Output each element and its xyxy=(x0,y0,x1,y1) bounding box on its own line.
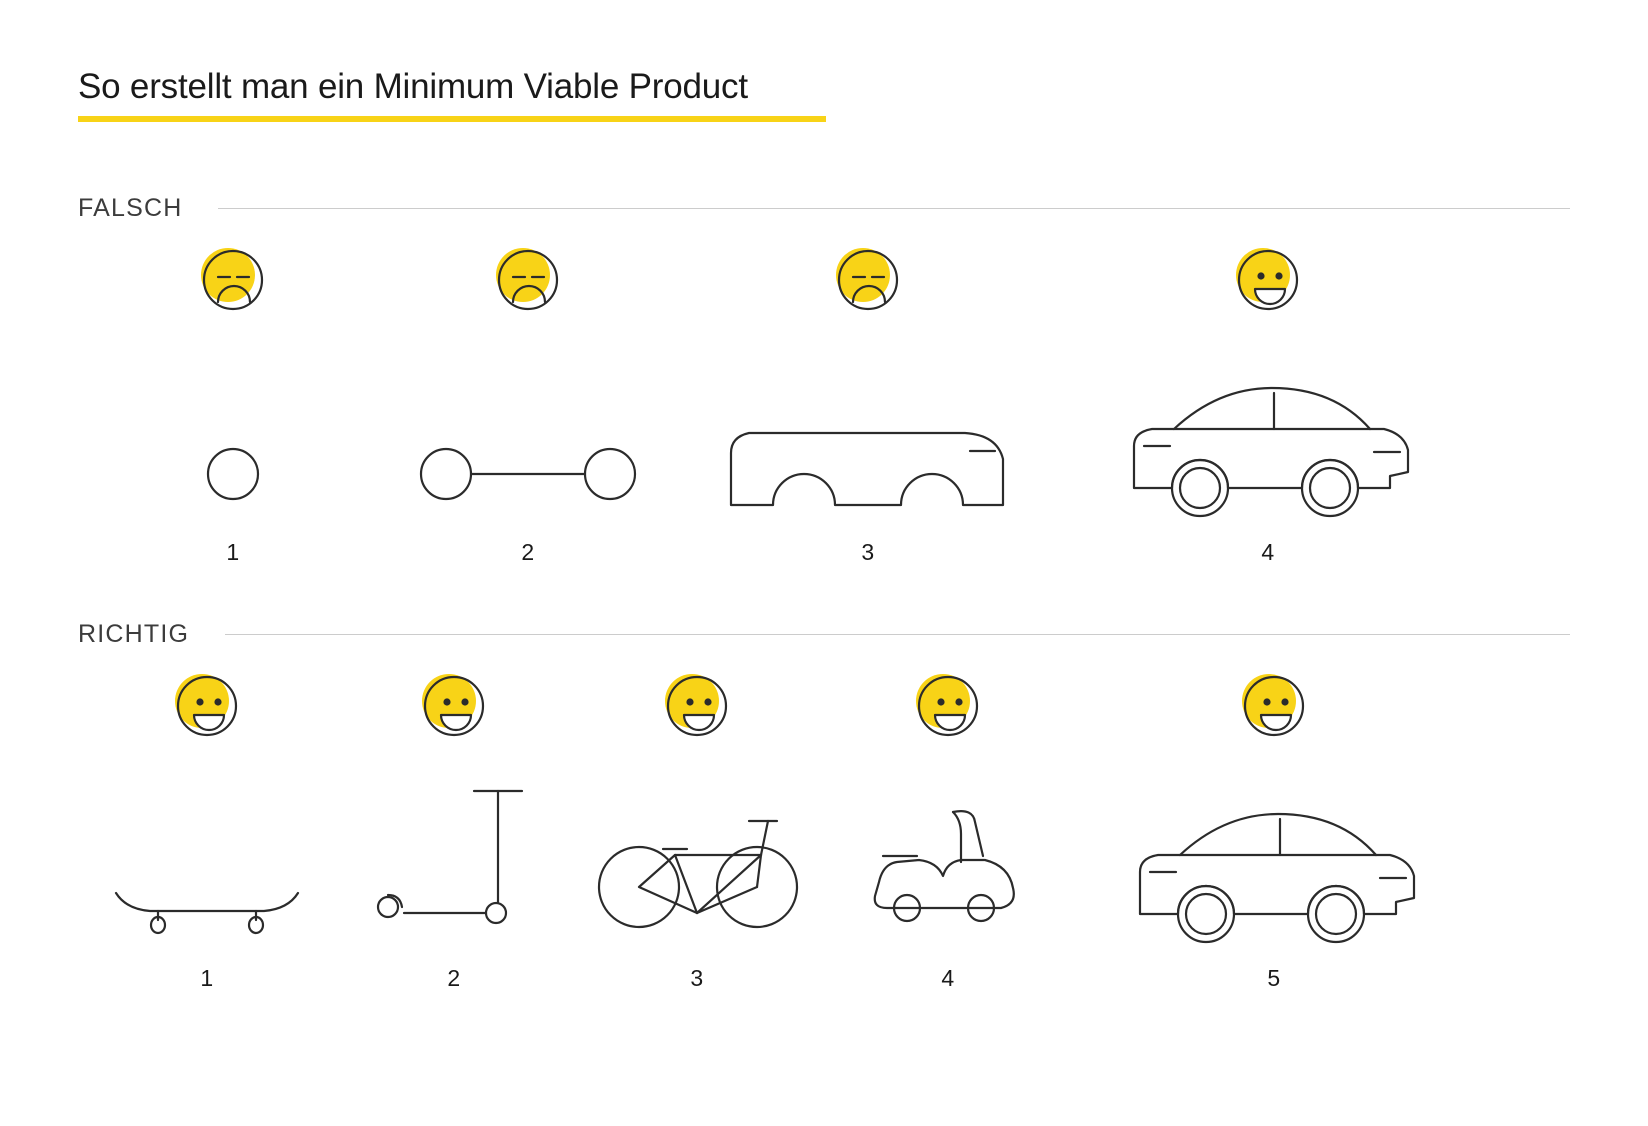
vehicle-car-illustration xyxy=(1122,333,1414,518)
step-number: 2 xyxy=(447,965,461,991)
face-sad-icon xyxy=(827,237,909,323)
step-number: 4 xyxy=(941,965,955,991)
title-underline-rule xyxy=(78,115,826,122)
section-divider-falsch xyxy=(218,208,1570,209)
face-happy-icon xyxy=(1227,237,1309,323)
vehicle-wheel-illustration xyxy=(198,333,268,509)
section-header-falsch: FALSCH xyxy=(78,194,1570,223)
step-falsch-4: 4 xyxy=(1068,237,1468,566)
vehicle-kick-scooter-illustration xyxy=(374,759,534,935)
face-happy-icon xyxy=(166,663,248,749)
page-title: So erstellt man ein Minimum Viable Produ… xyxy=(78,67,748,106)
step-number: 1 xyxy=(200,965,214,991)
step-number: 3 xyxy=(690,965,704,991)
face-sad-icon xyxy=(192,237,274,323)
step-richtig-5: 5 xyxy=(1074,663,1474,992)
step-richtig-1: 1 xyxy=(78,663,336,992)
step-richtig-2: 2 xyxy=(336,663,572,992)
section-label-falsch: FALSCH xyxy=(78,194,183,222)
step-number: 4 xyxy=(1261,539,1275,565)
face-happy-icon xyxy=(413,663,495,749)
face-sad-icon xyxy=(487,237,569,323)
section-divider-richtig xyxy=(225,634,1570,635)
face-happy-icon xyxy=(656,663,738,749)
step-falsch-2: 2 xyxy=(388,237,668,566)
step-number: 3 xyxy=(861,539,875,565)
face-happy-icon xyxy=(907,663,989,749)
vehicle-car-body-illustration xyxy=(725,333,1011,509)
step-number: 5 xyxy=(1267,965,1281,991)
step-falsch-3: 3 xyxy=(668,237,1068,566)
steps-row-richtig: 1 2 xyxy=(78,674,1588,992)
face-happy-icon xyxy=(1233,663,1315,749)
step-number: 2 xyxy=(521,539,535,565)
vehicle-two-wheels-axle-illustration xyxy=(418,333,638,509)
step-richtig-4: 4 xyxy=(822,663,1074,992)
vehicle-car-illustration xyxy=(1128,759,1420,944)
page-header: So erstellt man ein Minimum Viable Produ… xyxy=(78,67,826,122)
step-richtig-3: 3 xyxy=(572,663,822,992)
steps-row-falsch: 1 2 xyxy=(78,248,1588,566)
vehicle-bicycle-illustration xyxy=(597,759,799,935)
section-header-richtig: RICHTIG xyxy=(78,620,1570,649)
vehicle-motor-scooter-illustration xyxy=(861,759,1036,935)
vehicle-skateboard-illustration xyxy=(112,759,302,935)
step-falsch-1: 1 xyxy=(78,237,388,566)
step-number: 1 xyxy=(226,539,240,565)
section-label-richtig: RICHTIG xyxy=(78,620,190,648)
